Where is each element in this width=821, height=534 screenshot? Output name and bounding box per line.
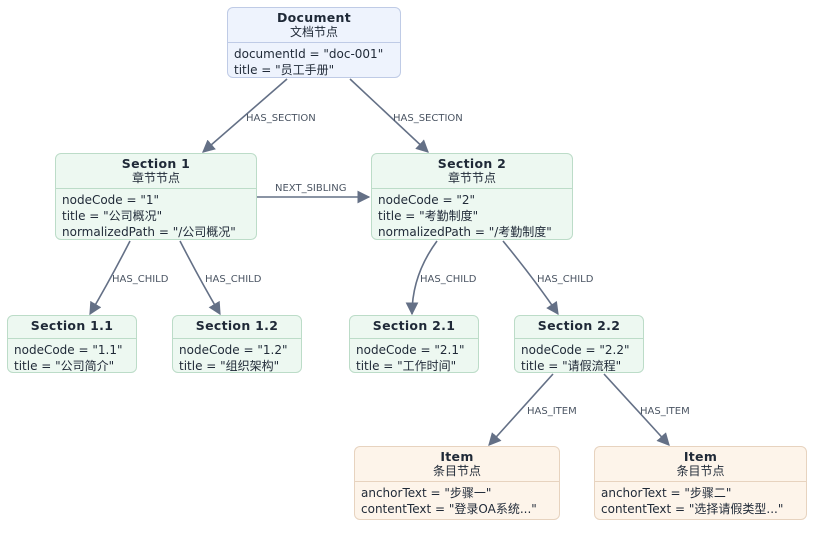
node-attribute: title = "工作时间"	[356, 359, 457, 373]
node-attributes: nodeCode = "2" title = "考勤制度" normalized…	[372, 188, 572, 239]
node-attribute: nodeCode = "1.2"	[179, 343, 288, 357]
edge-document-section1	[202, 78, 288, 153]
section-1-1-node[interactable]: Section 1.1 nodeCode = "1.1" title = "公司…	[7, 315, 137, 373]
node-title: Section 1.2	[195, 318, 279, 333]
edge-document-section2	[349, 78, 429, 153]
section-1-node[interactable]: Section 1 章节节点 nodeCode = "1" title = "公…	[55, 153, 257, 240]
edge-section2-section2-1	[405, 240, 438, 316]
node-title: Document	[276, 10, 352, 25]
edge-label-sec1-sec12: HAS_CHILD	[205, 274, 262, 285]
edge-section2-2-item1	[488, 373, 554, 446]
node-attribute: anchorText = "步骤一"	[361, 486, 492, 500]
node-attributes: nodeCode = "1" title = "公司概况" normalized…	[56, 188, 256, 239]
edge-section2-2-item2	[603, 373, 670, 446]
edge-label-sec2-sec21: HAS_CHILD	[420, 274, 477, 285]
node-subtitle: 章节节点	[447, 171, 496, 185]
node-attribute: normalizedPath = "/考勤制度"	[378, 225, 552, 239]
node-attribute: nodeCode = "2.2"	[521, 343, 630, 357]
node-attribute: nodeCode = "1"	[62, 193, 160, 207]
node-subtitle: 文档节点	[289, 25, 338, 39]
section-2-node[interactable]: Section 2 章节节点 nodeCode = "2" title = "考…	[371, 153, 573, 240]
node-attributes: documentId = "doc-001" title = "员工手册"	[228, 42, 400, 77]
node-attribute: documentId = "doc-001"	[234, 47, 384, 61]
node-attribute: title = "公司简介"	[14, 359, 115, 373]
node-attribute: nodeCode = "1.1"	[14, 343, 123, 357]
node-attribute: contentText = "登录OA系统..."	[361, 502, 537, 516]
edge-section1-section1-2	[179, 240, 221, 316]
node-attributes: nodeCode = "1.1" title = "公司简介"	[8, 338, 136, 373]
node-title: Section 2.2	[537, 318, 621, 333]
node-attributes: nodeCode = "2.2" title = "请假流程"	[515, 338, 643, 373]
edge-label-sec22-item2: HAS_ITEM	[640, 406, 690, 417]
node-attribute: normalizedPath = "/公司概况"	[62, 225, 236, 239]
edge-label-sec1-sec11: HAS_CHILD	[112, 274, 169, 285]
document-node[interactable]: Document 文档节点 documentId = "doc-001" tit…	[227, 7, 401, 78]
section-2-1-node[interactable]: Section 2.1 nodeCode = "2.1" title = "工作…	[349, 315, 479, 373]
edge-label-sec2-sec22: HAS_CHILD	[537, 274, 594, 285]
node-attribute: title = "员工手册"	[234, 63, 335, 77]
node-title: Item	[440, 449, 474, 464]
node-attribute: title = "考勤制度"	[378, 209, 479, 223]
node-title: Section 2.1	[372, 318, 456, 333]
node-subtitle: 条目节点	[432, 464, 481, 478]
node-subtitle: 章节节点	[131, 171, 180, 185]
section-1-2-node[interactable]: Section 1.2 nodeCode = "1.2" title = "组织…	[172, 315, 302, 373]
node-title: Section 1	[121, 156, 191, 171]
node-attributes: anchorText = "步骤一" contentText = "登录OA系统…	[355, 481, 559, 517]
item-2-node[interactable]: Item 条目节点 anchorText = "步骤二" contentText…	[594, 446, 807, 520]
item-1-node[interactable]: Item 条目节点 anchorText = "步骤一" contentText…	[354, 446, 560, 520]
edge-label-doc-sec2: HAS_SECTION	[393, 113, 463, 124]
node-attribute: anchorText = "步骤二"	[601, 486, 732, 500]
node-attributes: nodeCode = "1.2" title = "组织架构"	[173, 338, 301, 373]
node-attributes: nodeCode = "2.1" title = "工作时间"	[350, 338, 478, 373]
edge-label-doc-sec1: HAS_SECTION	[246, 113, 316, 124]
node-subtitle: 条目节点	[676, 464, 725, 478]
node-attribute: nodeCode = "2"	[378, 193, 476, 207]
section-2-2-node[interactable]: Section 2.2 nodeCode = "2.2" title = "请假…	[514, 315, 644, 373]
node-attribute: title = "组织架构"	[179, 359, 280, 373]
node-title: Item	[683, 449, 718, 464]
edge-label-sec22-item1: HAS_ITEM	[527, 406, 577, 417]
node-attributes: anchorText = "步骤二" contentText = "选择请假类型…	[595, 481, 806, 517]
edge-section2-section2-2	[502, 240, 559, 316]
node-title: Section 1.1	[30, 318, 114, 333]
node-attribute: title = "公司概况"	[62, 209, 163, 223]
node-title: Section 2	[437, 156, 507, 171]
edge-label-next-sibling: NEXT_SIBLING	[275, 183, 347, 194]
node-attribute: contentText = "选择请假类型..."	[601, 502, 784, 516]
node-attribute: nodeCode = "2.1"	[356, 343, 465, 357]
edge-section1-section1-1	[89, 240, 131, 316]
node-attribute: title = "请假流程"	[521, 359, 622, 373]
